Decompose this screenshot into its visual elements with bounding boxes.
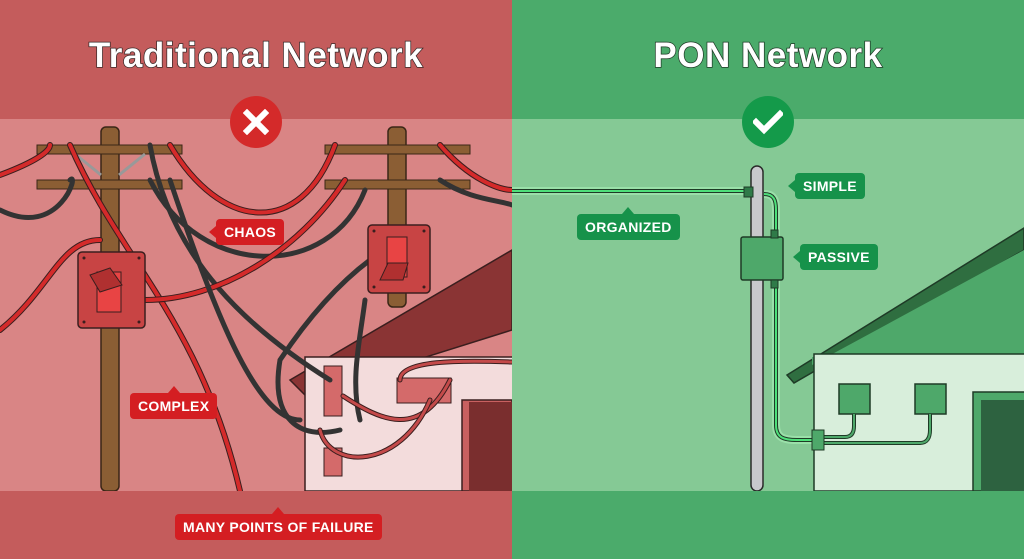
house-door xyxy=(469,402,512,491)
connector-box xyxy=(811,429,825,451)
switch-box xyxy=(77,251,146,329)
traditional-network-illustration xyxy=(0,126,512,494)
fiber-pole xyxy=(743,165,764,492)
network-terminal xyxy=(914,383,947,415)
status-badge xyxy=(230,96,282,148)
tangled-wires xyxy=(0,142,512,494)
passive-label: PASSIVE xyxy=(793,244,878,270)
panel-title: PON Network xyxy=(653,35,883,76)
many-points-of-failure-label: MANY POINTS OF FAILURE xyxy=(175,507,382,540)
chaos-label: CHAOS xyxy=(209,219,285,245)
pon-network-illustration xyxy=(512,165,1024,559)
complex-label: COMPLEX xyxy=(130,386,218,419)
switch-box xyxy=(367,224,431,294)
x-cross-icon xyxy=(243,109,269,135)
simple-label: SIMPLE xyxy=(788,173,865,199)
ground-band xyxy=(512,491,1024,559)
fiber-line xyxy=(512,187,932,445)
network-terminal xyxy=(838,383,871,415)
traditional-network-panel: Traditional Network CHAOS COMPLEX MANY P… xyxy=(0,0,512,559)
junction-box xyxy=(323,365,343,417)
organized-label: ORGANIZED xyxy=(577,207,680,240)
checkmark-icon xyxy=(753,109,783,135)
pon-network-panel: PON Network SIMPLE ORGANIZED PASSIVE xyxy=(512,0,1024,559)
panel-title: Traditional Network xyxy=(88,35,424,76)
house-door xyxy=(981,400,1024,491)
passive-splitter xyxy=(740,229,784,289)
status-badge xyxy=(742,96,794,148)
house xyxy=(785,227,1024,492)
house-roof xyxy=(785,227,1024,384)
